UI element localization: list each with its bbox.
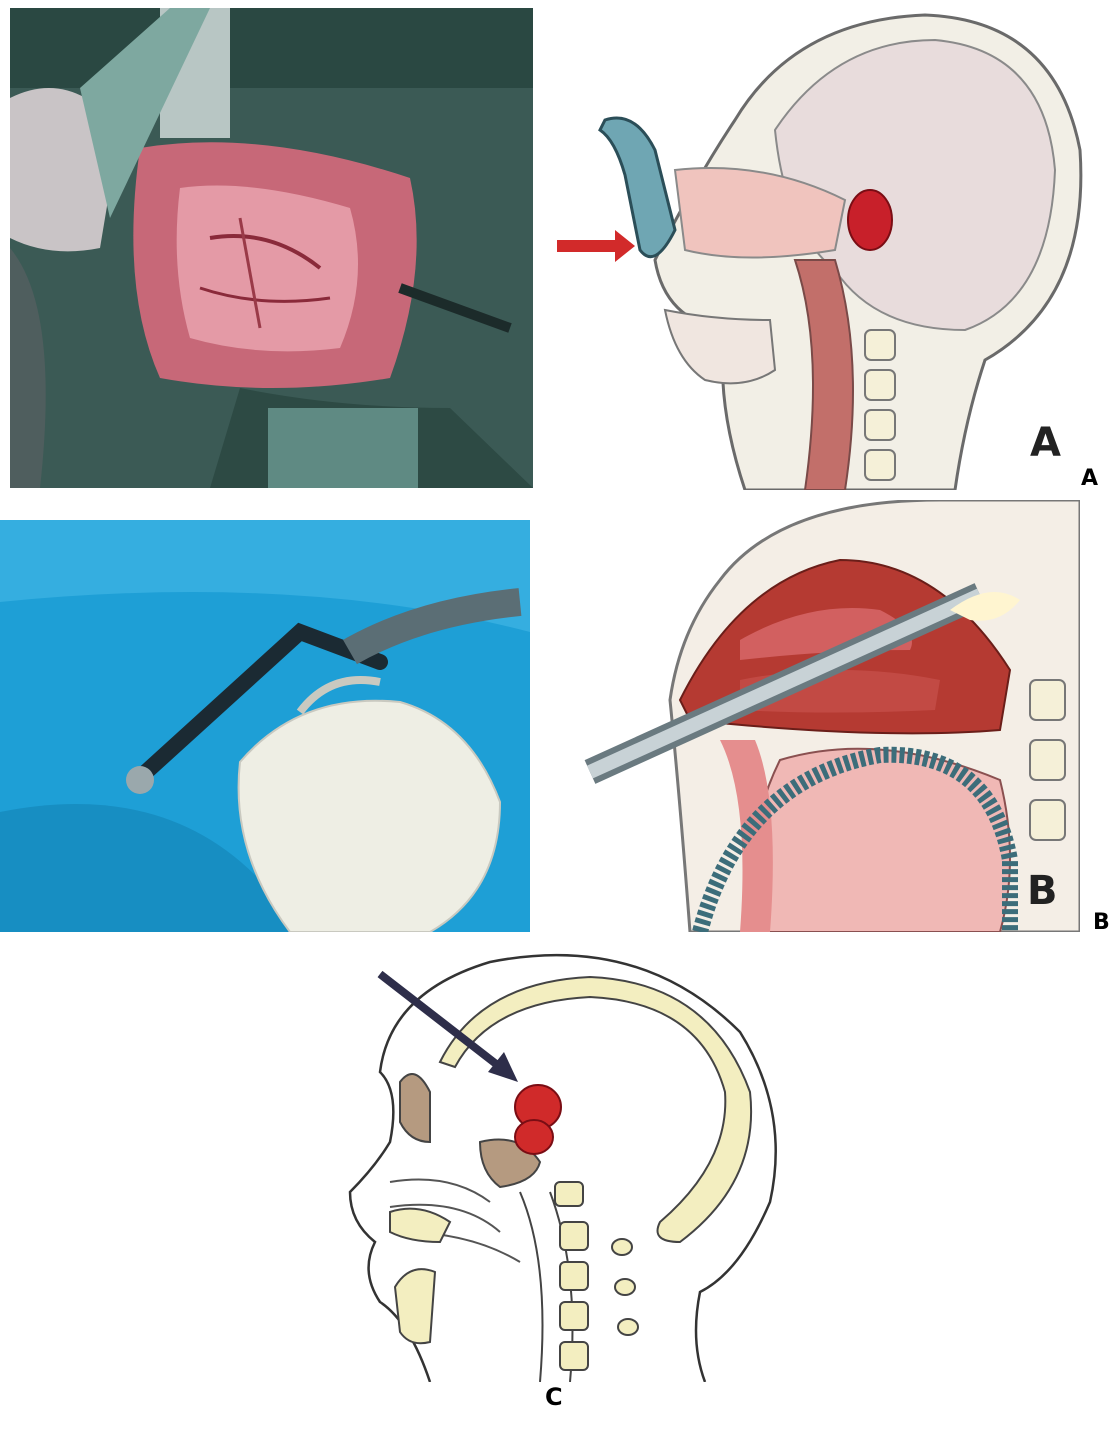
transsphenoidal-diagram-a (545, 0, 1095, 490)
panel-label-c: C (545, 1383, 563, 1411)
transsphenoidal-diagram-a-image (545, 0, 1095, 490)
tumor-a (848, 190, 892, 250)
red-arrow (557, 230, 635, 262)
surgical-photo-a-image (10, 8, 533, 488)
panel-label-b: B (1093, 910, 1110, 935)
endoscopic-diagram-b-image (580, 500, 1080, 932)
panel-label-a: A (1081, 466, 1098, 491)
transcranial-diagram-c-image (320, 942, 790, 1382)
endoscope-photo-b-image (0, 512, 530, 932)
surgical-photo-a (10, 8, 533, 488)
endoscope-photo-b (0, 512, 530, 932)
endoscopic-diagram-b (580, 500, 1080, 932)
inset-label-a: A (1030, 420, 1061, 466)
transcranial-diagram-c (320, 942, 790, 1382)
inset-label-b: B (1027, 868, 1058, 914)
